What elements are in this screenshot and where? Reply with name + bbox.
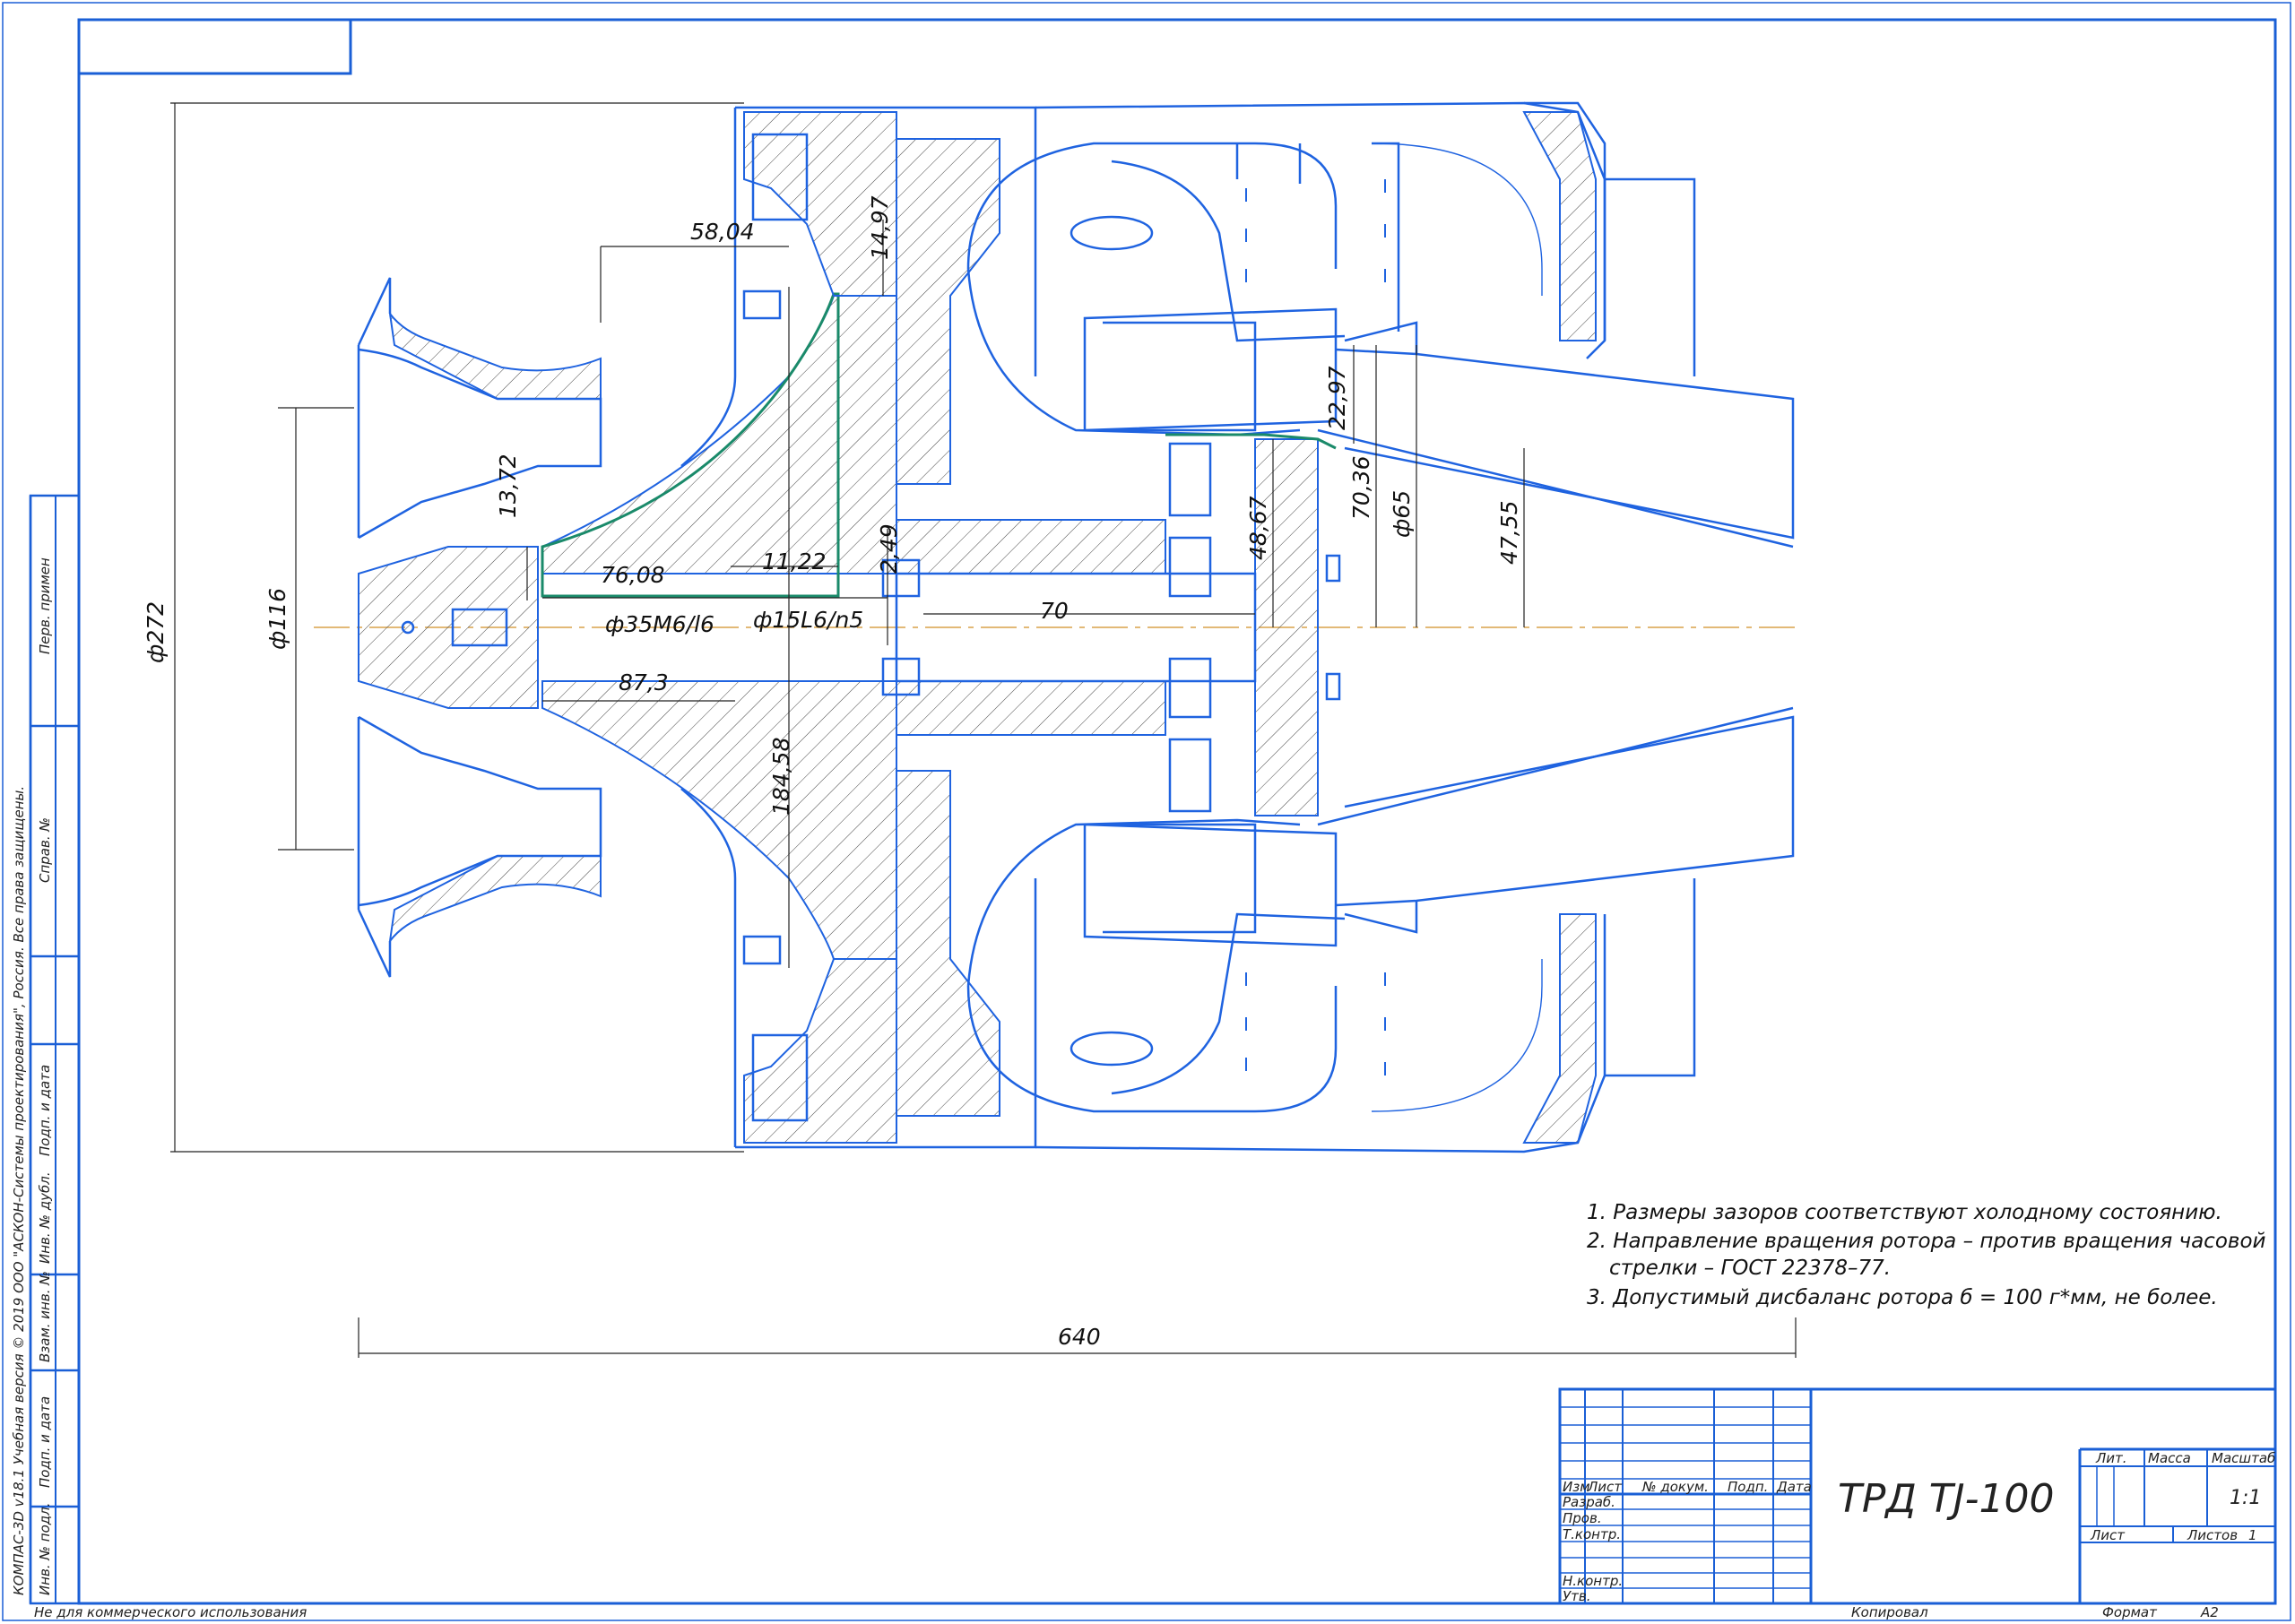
tb-row-prov: Пров. [1563,1510,1602,1526]
note-2b: стрелки – ГОСТ 22378–77. [1609,1257,1891,1280]
dim-d35: ф35M6/l6 [605,611,714,637]
note-3: 3. Допустимый дисбаланс ротора б = 100 г… [1587,1286,2218,1309]
noncommercial-label: Не для коммерческого использования [34,1604,307,1620]
side-perv: Перв. примен [37,557,53,654]
side-inv-dubl: Инв. № дубл. [37,1171,53,1264]
note-1: 1. Размеры зазоров соответствуют холодно… [1587,1201,2222,1224]
dim-d116: ф116 [264,588,290,650]
dim-d58: 58,04 [690,219,755,245]
side-strip: Перв. примен Справ. № Подп. и дата Инв. … [11,494,81,1605]
tb-date: Дата [1776,1479,1812,1495]
dim-d249: 2,49 [876,523,902,574]
format-label: Формат [2102,1604,2158,1620]
side-inv-podl: Инв. № подл. [37,1503,53,1595]
dim-d184: 184,58 [768,738,794,816]
top-left-box [77,18,352,75]
side-sprav: Справ. № [37,817,53,883]
technical-notes: 1. Размеры зазоров соответствуют холодно… [1587,1201,2266,1309]
dimension-lines [170,102,1797,1358]
tb-scale: Масштаб [2212,1450,2275,1466]
dim-d272: ф272 [143,601,169,663]
dim-d7036: 70,36 [1348,455,1374,520]
dim-d47: 47,55 [1496,500,1522,565]
engine-section [314,101,1802,1153]
tb-list: Лист [1587,1479,1623,1495]
dim-d13: 13,72 [495,454,521,518]
note-2: 2. Направление вращения ротора – против … [1587,1230,2266,1253]
tb-sign: Подп. [1728,1479,1768,1495]
dim-d11: 11,22 [762,549,827,574]
dim-d22: 22,97 [1324,366,1350,430]
dimension-texts: ф272 ф116 58,04 14,97 13,72 76,08 11,22 … [143,195,1522,1350]
dim-d640: 640 [1058,1324,1101,1350]
tb-lit: Лит. [2095,1450,2127,1466]
side-podp1: Подп. и дата [37,1065,53,1156]
tb-sheets-count: 1 [2248,1527,2257,1543]
side-podp2: Подп. и дата [37,1396,53,1488]
tb-sheets: Листов [2187,1527,2238,1543]
dim-d14: 14,97 [867,195,893,260]
dim-d87: 87,3 [619,669,669,695]
tb-sheet: Лист [2090,1527,2126,1543]
dim-d76: 76,08 [601,562,665,588]
side-vzam: Взам. инв. № [37,1271,53,1362]
tb-izm: Изм [1563,1479,1590,1495]
dim-d15: ф15L6/n5 [753,607,863,633]
format-value: А2 [2200,1604,2219,1620]
dim-d70: 70 [1040,598,1069,624]
tb-row-tkontr: Т.контр. [1563,1526,1621,1542]
title-block: Изм Лист № докум. Подп. Дата Разраб. Про… [1558,1387,2277,1605]
kompas-notice: КОМПАС-3D v18.1 Учебная версия © 2019 ОО… [11,786,27,1595]
tb-row-utv: Утв. [1563,1588,1591,1604]
tb-row-razrab: Разраб. [1563,1494,1615,1510]
tb-row-nkontr: Н.контр. [1563,1573,1623,1589]
dim-d48: 48,67 [1245,496,1271,560]
copied-label: Копировал [1851,1604,1928,1620]
tb-doc: № докум. [1641,1479,1709,1495]
tb-scale-value: 1:1 [2230,1487,2261,1509]
drawing-title: ТРД TJ-100 [1838,1476,2054,1522]
dim-d65: ф65 [1389,490,1415,538]
tb-mass: Масса [2148,1450,2191,1466]
